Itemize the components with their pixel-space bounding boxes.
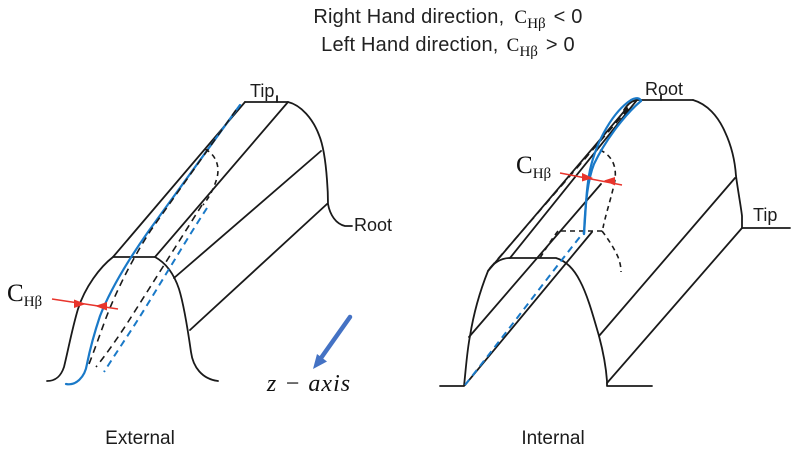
internal-modified-helix-blue-dashed <box>464 232 584 386</box>
external-tip-label: Tip <box>250 81 275 101</box>
internal-tip-label: Tip <box>753 205 778 225</box>
title-line-1-comparison: < 0 <box>553 6 583 28</box>
title-line-2-text: Left Hand direction, <box>321 34 499 56</box>
internal-edge-shoulder <box>487 107 628 272</box>
internal-edge-flank-mid <box>468 183 602 338</box>
internal-edge-bottom-right <box>606 227 743 384</box>
internal-chb-measure-label: CHβ <box>516 152 552 182</box>
external-chb-dimension-arrows <box>51 298 119 311</box>
internal-edge-flank-right <box>598 177 736 337</box>
title-line-1: Right Hand direction, CHβ < 0 <box>95 6 799 33</box>
internal-gear-drawing <box>439 94 791 387</box>
z-axis-label: z − axis <box>266 371 352 397</box>
external-back-right-flank <box>287 101 353 227</box>
internal-caption: Internal <box>521 428 585 449</box>
external-edge-top-right <box>154 101 289 258</box>
title-line-2-comparison: > 0 <box>545 34 575 56</box>
internal-theoretical-right-flank-dashed <box>601 230 622 273</box>
internal-theoretical-profile-bulge-dashed <box>599 149 617 229</box>
external-theoretical-helix-blue-dashed <box>103 207 208 373</box>
external-theoretical-helix-dashed <box>88 109 237 365</box>
internal-back-right-flank <box>692 99 743 229</box>
chb-symbol: CHβ <box>506 35 538 60</box>
external-root-label: Root <box>354 215 393 235</box>
external-caption: External <box>105 428 175 449</box>
internal-root-label: Root <box>645 79 684 99</box>
external-modified-helix-line <box>64 103 242 386</box>
external-chb-measure-label: CHβ <box>7 280 43 310</box>
title-line-1-text: Right Hand direction, <box>313 6 505 28</box>
internal-back-left-shoulder <box>623 99 638 111</box>
external-theoretical-tip-edge-dashed <box>95 204 203 368</box>
internal-theoretical-left-flank-dashed <box>539 230 559 259</box>
internal-edge-topland-left <box>509 99 638 259</box>
external-edge-flank-lower <box>189 203 328 331</box>
external-edge-flank-upper <box>173 150 322 279</box>
external-front-tooth-outline <box>46 256 219 382</box>
internal-chb-dimension-arrows <box>559 172 623 186</box>
external-theoretical-profile-bulge-dashed <box>202 148 219 206</box>
title-line-2: Left Hand direction, CHβ > 0 <box>95 34 799 61</box>
z-axis-arrow-icon <box>313 314 353 369</box>
internal-modified-helix-crown-right <box>582 99 643 236</box>
chb-symbol: CHβ <box>514 7 546 32</box>
internal-edge-bottom-left <box>464 231 593 386</box>
external-gear-drawing <box>46 95 353 386</box>
